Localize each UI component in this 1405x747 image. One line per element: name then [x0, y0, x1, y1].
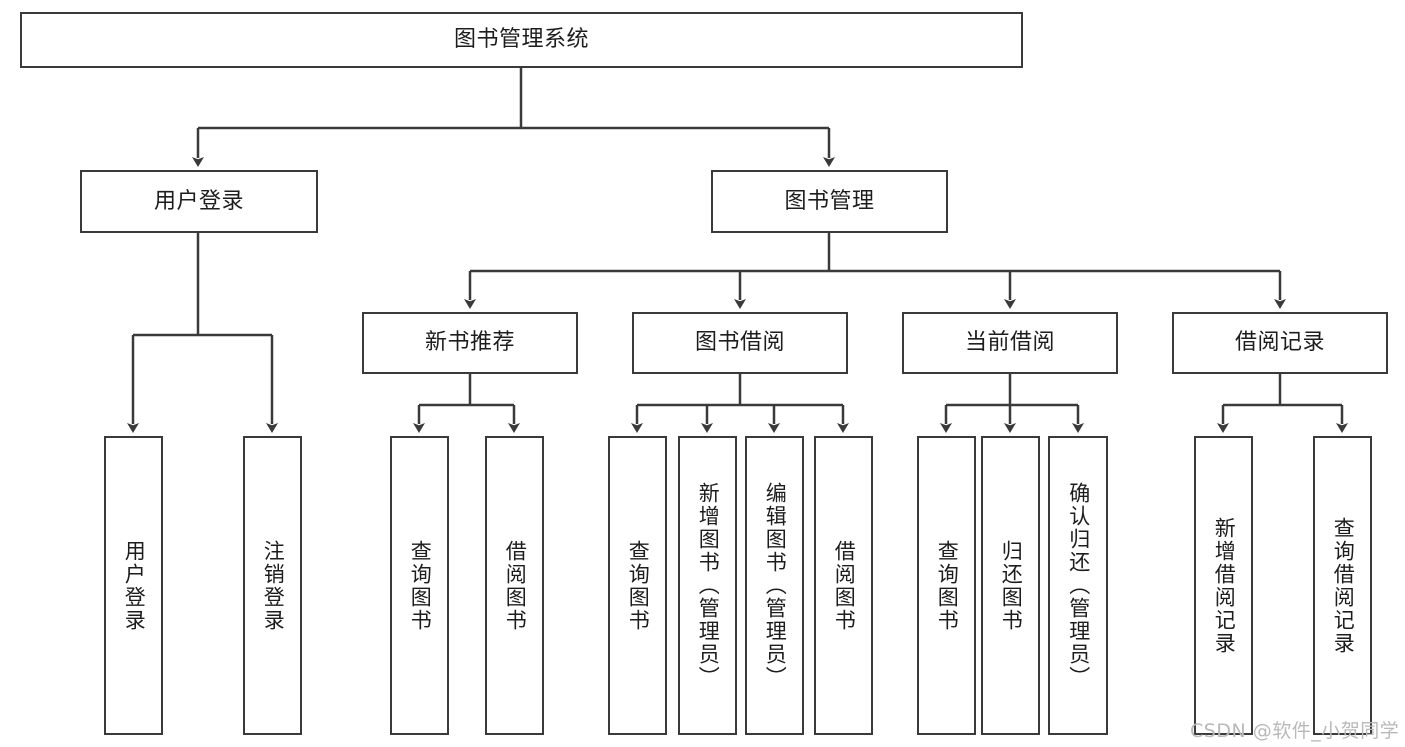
node-current-borrow[interactable]: 当前借阅	[902, 312, 1118, 374]
node-label: 编辑图书（管理员）	[763, 482, 788, 689]
watermark-csdn: CSDN @软件_小贺同学	[1190, 720, 1400, 742]
leaf-current-query-book[interactable]: 查询图书	[917, 436, 976, 735]
leaf-current-confirm-return-admin[interactable]: 确认归还（管理员）	[1048, 436, 1108, 735]
node-new-book-recommend[interactable]: 新书推荐	[362, 312, 578, 374]
node-book-management[interactable]: 图书管理	[711, 170, 948, 233]
node-label: 当前借阅	[964, 330, 1055, 356]
node-label: 用户登录	[122, 539, 147, 632]
node-label: 查询图书	[408, 539, 433, 632]
node-book-borrow[interactable]: 图书借阅	[632, 312, 848, 374]
node-label: 用户登录	[153, 188, 244, 214]
leaf-current-return-book[interactable]: 归还图书	[981, 436, 1040, 735]
leaf-borrow-add-book-admin[interactable]: 新增图书（管理员）	[678, 436, 737, 735]
node-label: 图书管理	[784, 188, 875, 214]
node-label: 查询图书	[626, 539, 651, 632]
leaf-new-book-query[interactable]: 查询图书	[390, 436, 449, 735]
node-label: 新增借阅记录	[1212, 516, 1237, 655]
node-label: 查询图书	[935, 539, 960, 632]
node-label: 注销登录	[261, 539, 286, 632]
node-label: 图书借阅	[694, 330, 785, 356]
node-label: 借阅图书	[503, 539, 528, 632]
node-user-login[interactable]: 用户登录	[80, 170, 318, 233]
node-borrow-records[interactable]: 借阅记录	[1172, 312, 1388, 374]
node-label: 借阅记录	[1234, 330, 1325, 356]
node-label: 新增图书（管理员）	[696, 482, 721, 689]
node-label: 新书推荐	[424, 330, 515, 356]
leaf-borrow-borrow-book[interactable]: 借阅图书	[814, 436, 873, 735]
node-label: 借阅图书	[832, 539, 857, 632]
leaf-borrow-query-book[interactable]: 查询图书	[608, 436, 667, 735]
leaf-borrow-edit-book-admin[interactable]: 编辑图书（管理员）	[745, 436, 804, 735]
leaf-records-add-record[interactable]: 新增借阅记录	[1194, 436, 1253, 735]
node-label: 归还图书	[999, 539, 1024, 632]
leaf-user-login-logout[interactable]: 注销登录	[243, 436, 302, 735]
node-root-library-system[interactable]: 图书管理系统	[20, 12, 1023, 68]
node-label: 确认归还（管理员）	[1066, 482, 1091, 689]
leaf-records-query-record[interactable]: 查询借阅记录	[1313, 436, 1372, 735]
node-label: 图书管理系统	[453, 27, 589, 53]
leaf-new-book-borrow[interactable]: 借阅图书	[485, 436, 544, 735]
leaf-user-login-login[interactable]: 用户登录	[104, 436, 163, 735]
node-label: 查询借阅记录	[1331, 516, 1356, 655]
